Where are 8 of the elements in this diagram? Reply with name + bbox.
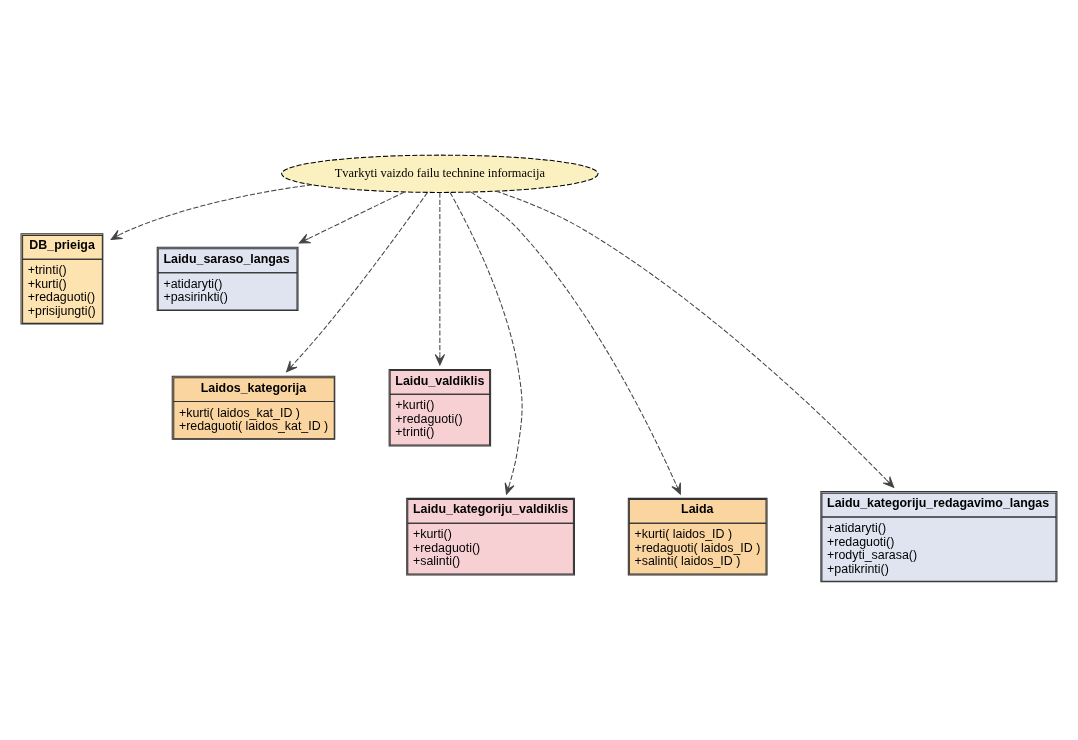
arrow — [286, 191, 428, 372]
node-ellipse: Tvarkyti vaizdo failu technine informacija — [281, 154, 599, 193]
arrow — [495, 190, 895, 488]
arrow — [470, 191, 681, 495]
arrow — [110, 183, 313, 240]
arrow — [434, 191, 446, 365]
arrow — [449, 191, 523, 495]
arrow — [298, 191, 405, 243]
